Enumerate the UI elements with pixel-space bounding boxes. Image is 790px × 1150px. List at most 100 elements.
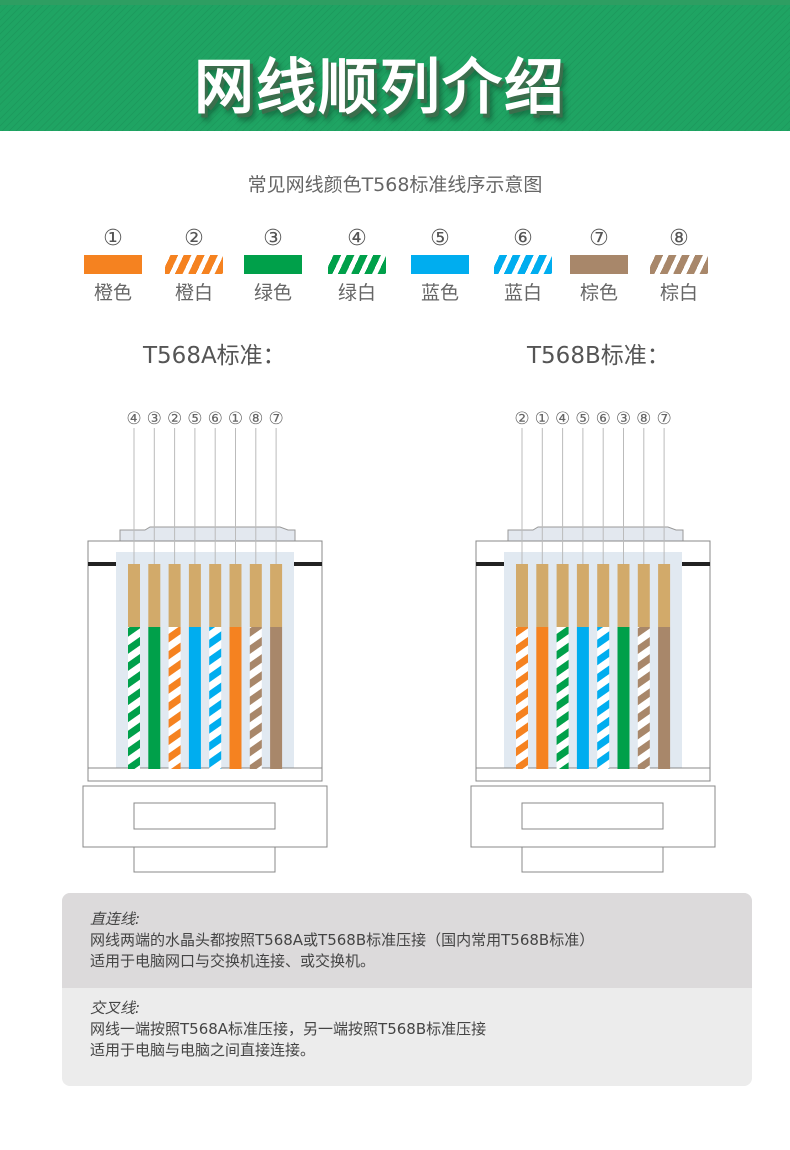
gold-pin [536,564,549,627]
legend-item: ④ 绿白 [327,225,387,305]
gold-pin [658,564,671,627]
wire-棕色 [658,627,671,769]
wire-绿色 [148,627,161,769]
pin-number-label: ⑧ [248,409,263,429]
connector-latch-tab [521,846,664,873]
color-legend: ① 橙色 ② 橙白 ③ 绿色 ④ 绿白 ⑤ 蓝色 ⑥ 蓝白 ⑦ 棕色 ⑧ 棕白 [80,225,720,315]
legend-number: ⑤ [430,226,450,251]
wire-绿白 [128,627,140,769]
pin-number-label: ④ [126,409,141,429]
wire-橙色 [536,627,549,769]
gold-pin [148,564,161,627]
color-swatch [244,255,302,274]
gold-pin [229,564,242,627]
gold-pin [188,564,201,627]
gold-pin [128,564,140,627]
striped-swatch [328,255,386,274]
pin-number-label: ③ [147,409,162,429]
legend-item: ⑧ 棕白 [649,225,709,305]
pin-number-label: ⑧ [636,409,651,429]
pin-number-label: ⑤ [575,409,590,429]
page-title: 网线顺列介绍 [194,53,566,123]
gold-pin [168,564,181,627]
t568a-title: T568A标准： [143,343,286,369]
connector-latch-tab [133,846,276,873]
t568b-title: T568B标准： [527,343,670,369]
legend-number: ① [103,226,123,251]
legend-number: ⑥ [513,226,533,251]
wire-绿色 [617,627,630,769]
connector-latch-slot [521,802,664,830]
header-banner: 网线顺列介绍 [0,0,790,131]
pin-number-label: ① [535,409,550,429]
pin-number-label: ② [167,409,182,429]
pin-number-label: ⑥ [208,409,223,429]
pin-number-label: ⑦ [656,409,671,429]
wire-橙白 [516,627,528,769]
pin-number-label: ⑦ [268,409,283,429]
pin-number-label: ③ [616,409,631,429]
wire-蓝白 [597,627,610,769]
connector-edge [475,767,711,782]
legend-label: 橙色 [93,282,132,304]
wire-棕色 [270,627,283,769]
legend-item: ① 橙色 [83,225,143,305]
pin-number-label: ② [514,409,529,429]
crossover-cable-desc: 网线一端按照T568A标准压接，另一端按照T568B标准压接 [90,1020,487,1038]
gold-pin [597,564,610,627]
legend-item: ⑤ 蓝色 [410,225,470,305]
legend-item: ⑥ 蓝白 [493,225,553,305]
pin-number-label: ⑤ [187,409,202,429]
legend-label: 蓝白 [503,282,542,304]
gold-pin [576,564,589,627]
gold-pin [617,564,630,627]
legend-number: ④ [347,226,367,251]
gold-pin [249,564,262,627]
legend-label: 绿色 [253,282,292,304]
wire-蓝色 [576,627,589,769]
gold-pin [637,564,650,627]
color-swatch [84,255,142,274]
gold-pin [209,564,222,627]
crossover-cable-heading: 交叉线: [90,999,141,1017]
connector-edge [87,767,323,782]
wire-橙白 [168,627,181,769]
striped-swatch [494,255,552,274]
info-box: 直连线: 网线两端的水晶头都按照T568A或T568B标准压接（国内常用T568… [62,893,752,1086]
legend-number: ⑦ [589,226,609,251]
straight-cable-section: 直连线: 网线两端的水晶头都按照T568A或T568B标准压接（国内常用T568… [62,893,752,988]
legend-number: ⑧ [669,226,689,251]
wire-棕白 [249,627,262,769]
connector-top-clip [507,526,684,541]
wire-蓝色 [188,627,201,769]
legend-number: ③ [263,226,283,251]
legend-item: ② 橙白 [164,225,224,305]
crossover-cable-section: 交叉线: 网线一端按照T568A标准压接，另一端按照T568B标准压接 适用于电… [62,988,752,1061]
legend-label: 蓝色 [420,282,459,304]
color-swatch [411,255,469,274]
legend-item: ⑦ 棕色 [569,225,629,305]
connector-window [116,552,294,773]
straight-cable-heading: 直连线: [90,910,141,928]
wire-蓝白 [209,627,222,769]
legend-label: 橙白 [174,282,213,304]
legend-number: ② [184,226,204,251]
legend-label: 棕色 [579,282,618,304]
striped-swatch [165,255,223,274]
gold-pin [516,564,528,627]
pin-number-label: ① [228,409,243,429]
wire-橙色 [229,627,242,769]
legend-label: 绿白 [337,282,376,304]
connector-latch-slot [133,802,276,830]
crossover-cable-usage: 适用于电脑与电脑之间直接连接。 [90,1041,316,1059]
straight-cable-desc: 网线两端的水晶头都按照T568A或T568B标准压接（国内常用T568B标准） [90,931,595,949]
legend-item: ③ 绿色 [243,225,303,305]
pin-number-label: ⑥ [596,409,611,429]
diagram-subtitle: 常见网线颜色T568标准线序示意图 [247,174,543,196]
striped-swatch [650,255,708,274]
gold-pin [270,564,283,627]
connector-top-clip [119,526,296,541]
gold-pin [556,564,569,627]
